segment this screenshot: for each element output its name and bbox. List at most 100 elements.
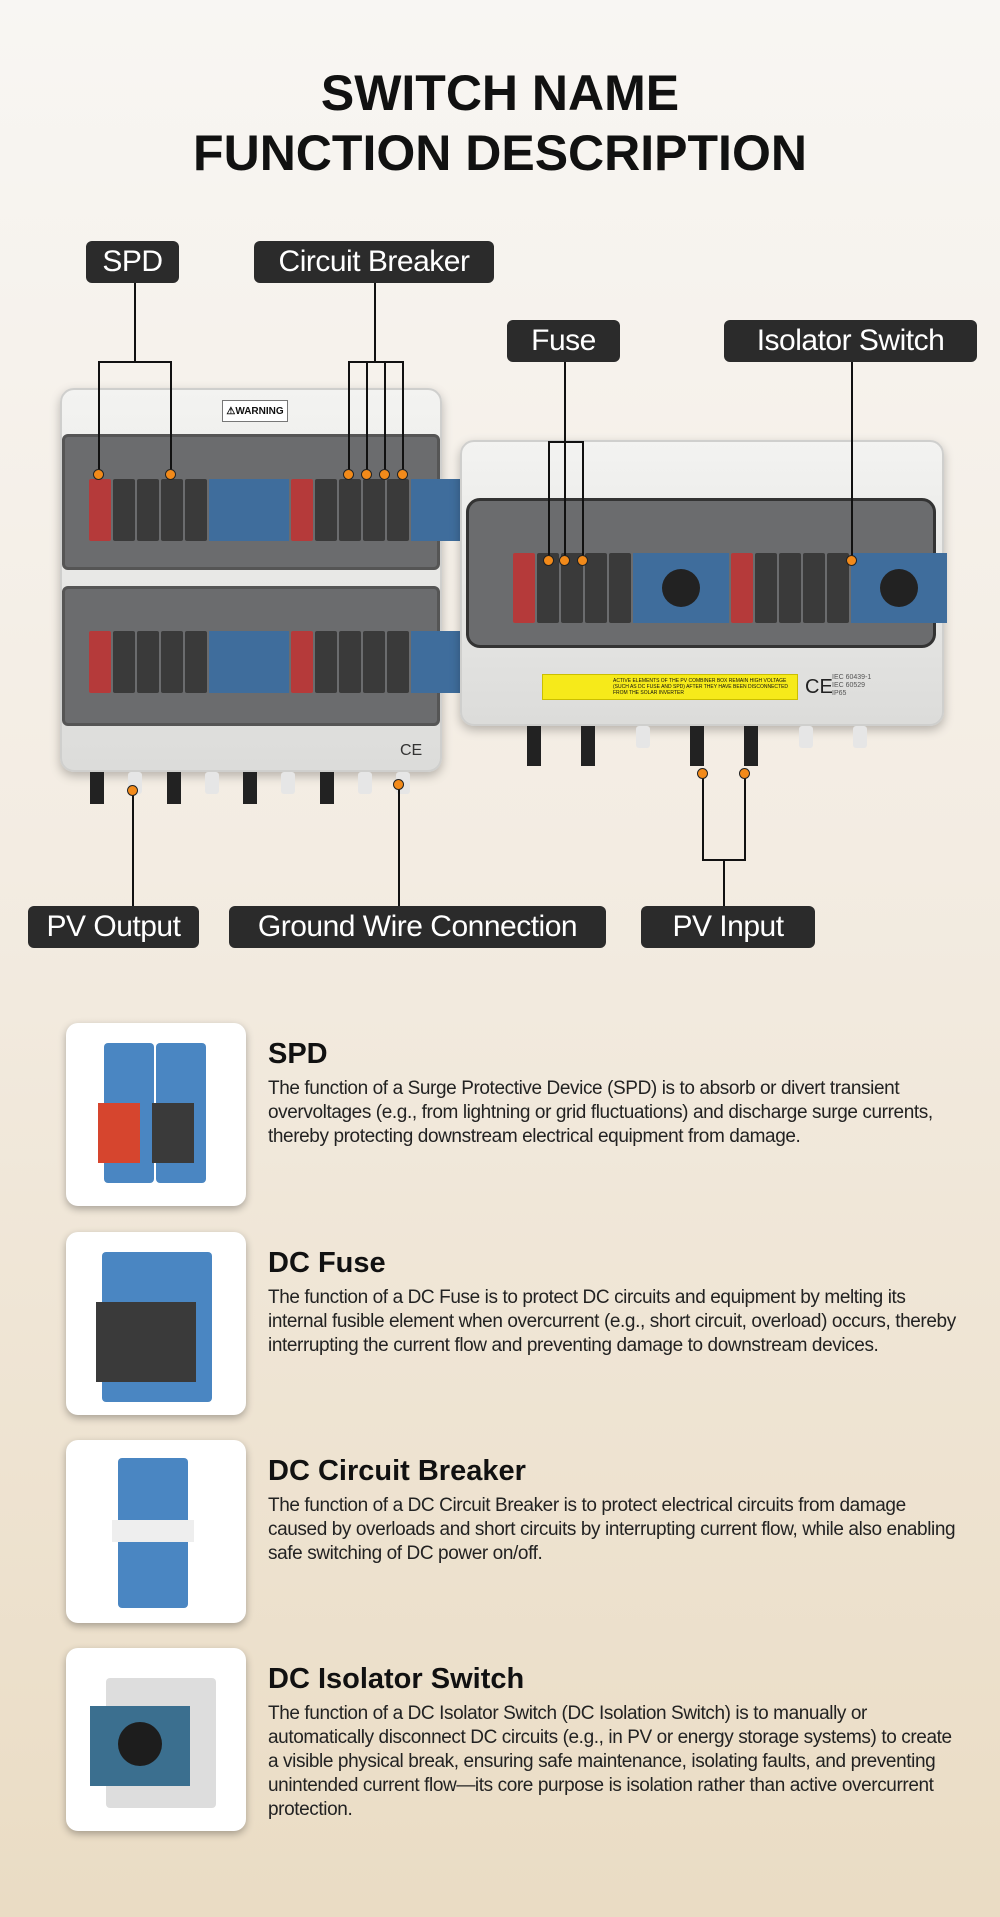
dc-isolator-switch-image: [66, 1648, 246, 1831]
callout-dot-icon: [379, 469, 390, 480]
item-title: DC Isolator Switch: [268, 1663, 525, 1695]
callout-dot-icon: [93, 469, 104, 480]
mc4-connector: [319, 772, 334, 804]
din-module: [137, 479, 159, 541]
callout-line: [348, 361, 404, 363]
callout-line: [98, 361, 172, 363]
callout-line: [548, 441, 550, 559]
callout-line: [744, 770, 746, 860]
sticker-text: ACTIVE ELEMENTS OF THE PV COMBINER BOX R…: [613, 678, 789, 696]
din-module: [363, 631, 385, 693]
dc-circuit-breaker-image: [66, 1440, 246, 1623]
callout-line: [548, 441, 584, 443]
spd-image: [66, 1023, 246, 1206]
yellow-warning-sticker: ACTIVE ELEMENTS OF THE PV COMBINER BOX R…: [542, 674, 798, 700]
din-module: [339, 479, 361, 541]
left-box-connectors: [90, 772, 410, 804]
din-module: [387, 631, 409, 693]
product-shape: [118, 1722, 162, 1766]
cable-gland: [281, 772, 296, 794]
combiner-box-left: ⚠WARNING CE: [60, 388, 491, 772]
din-module: [609, 553, 631, 623]
din-module: [89, 479, 111, 541]
upper-window: [62, 434, 491, 570]
callout-dot-icon: [577, 555, 588, 566]
item-description: The function of a DC Circuit Breaker is …: [268, 1495, 956, 1564]
callout-isolator-switch: Isolator Switch: [724, 320, 977, 362]
callout-dot-icon: [343, 469, 354, 480]
callout-dot-icon: [543, 555, 554, 566]
callout-dot-icon: [361, 469, 372, 480]
din-module: [185, 479, 207, 541]
din-module: [731, 553, 753, 623]
mc4-connector: [689, 726, 704, 766]
din-module: [291, 479, 313, 541]
cable-gland: [357, 772, 372, 794]
page-title-line1: SWITCH NAME: [320, 65, 680, 121]
callout-line: [374, 282, 376, 362]
mc4-connector: [581, 726, 596, 766]
item-description: The function of a DC Isolator Switch (DC…: [268, 1703, 952, 1820]
din-module: [161, 631, 183, 693]
din-module: [315, 479, 337, 541]
callout-dot-icon: [127, 785, 138, 796]
callout-line: [702, 770, 704, 860]
warning-sticker: ⚠WARNING: [222, 400, 288, 422]
callout-dot-icon: [846, 555, 857, 566]
din-module: [161, 479, 183, 541]
callout-ground-wire: Ground Wire Connection: [229, 906, 606, 948]
din-module: [209, 631, 289, 693]
din-module: [561, 553, 583, 623]
item-title: DC Circuit Breaker: [268, 1455, 526, 1487]
upper-rail: [89, 479, 491, 541]
ce-mark: CE: [805, 676, 833, 698]
product-shape: [96, 1302, 196, 1382]
right-window: [466, 498, 947, 648]
callout-dot-icon: [559, 555, 570, 566]
callout-line: [582, 441, 584, 559]
dc-fuse-image: [66, 1232, 246, 1415]
din-module: [387, 479, 409, 541]
callout-pv-output: PV Output: [28, 906, 199, 948]
mc4-connector: [243, 772, 257, 804]
callout-spd: SPD: [86, 241, 179, 283]
din-module: [803, 553, 825, 623]
callout-line: [134, 282, 136, 362]
din-module: [137, 631, 159, 693]
isolator-knob-icon: [880, 569, 918, 607]
right-box-connectors: [527, 726, 867, 766]
din-module: [89, 631, 111, 693]
din-module: [585, 553, 607, 623]
din-module: [185, 631, 207, 693]
callout-line: [132, 790, 134, 907]
din-module: [513, 553, 535, 623]
callout-line: [348, 361, 350, 473]
callout-line: [384, 361, 386, 473]
product-shape: [152, 1103, 194, 1163]
callout-line: [398, 784, 400, 907]
cable-gland: [635, 726, 650, 748]
callout-line: [170, 361, 172, 473]
warning-text: WARNING: [235, 405, 284, 417]
isolator-knob-icon: [662, 569, 700, 607]
item-description: The function of a Surge Protective Devic…: [268, 1078, 933, 1147]
callout-dot-icon: [697, 768, 708, 779]
callout-circuit-breaker: Circuit Breaker: [254, 241, 494, 283]
din-module: [537, 553, 559, 623]
callout-fuse: Fuse: [507, 320, 620, 362]
din-module: [113, 479, 135, 541]
din-module: [851, 553, 947, 623]
callout-dot-icon: [165, 469, 176, 480]
callout-line: [723, 859, 725, 907]
din-module: [113, 631, 135, 693]
cable-gland: [798, 726, 813, 748]
product-shape: [112, 1520, 194, 1542]
lower-rail: [89, 631, 491, 693]
mc4-connector: [90, 772, 104, 804]
din-module: [339, 631, 361, 693]
din-module: [779, 553, 801, 623]
din-module: [755, 553, 777, 623]
product-shape: [98, 1103, 140, 1163]
mc4-connector: [527, 726, 541, 766]
